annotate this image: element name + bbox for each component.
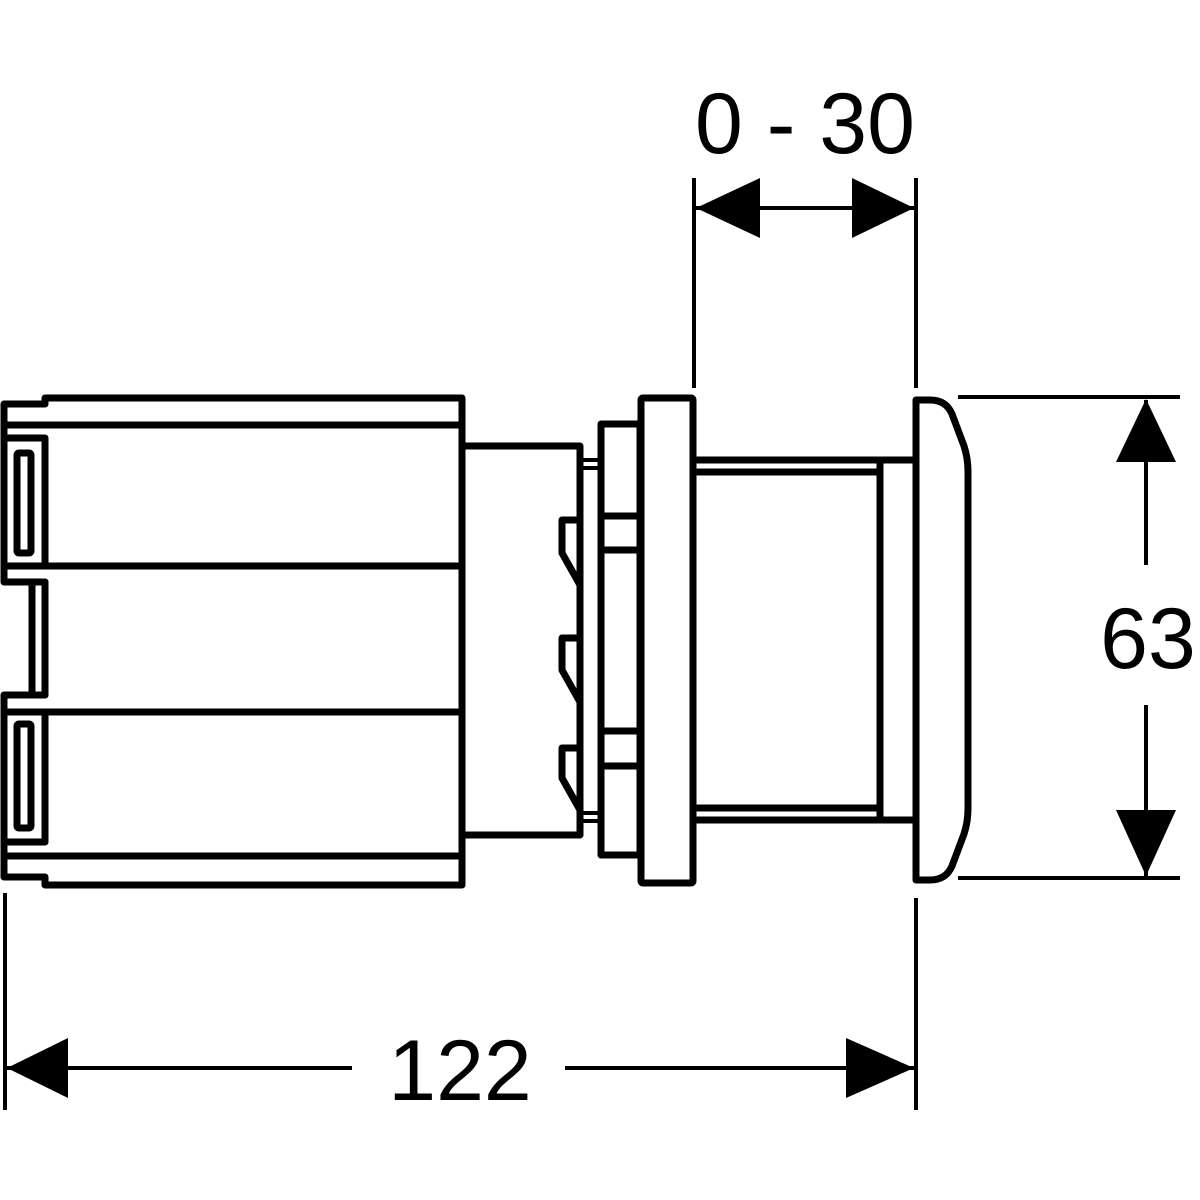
neck [458,442,600,839]
dimension-total-length: 122 [3,893,918,1119]
arrow-left-icon [7,1038,68,1098]
clip-outline [0,434,49,846]
push-button [912,396,972,884]
flange [637,394,697,887]
housing-body [0,394,466,889]
dimension-label-height: 63 [1100,591,1196,687]
dimension-label-length: 122 [388,1023,532,1119]
arrow-up-icon [1116,399,1176,462]
extension-tube [689,456,917,824]
arrow-down-icon [1116,810,1176,876]
arrow-right-icon [852,178,914,238]
dimension-label-range: 0 - 30 [695,76,915,172]
dimension-adjustment-range: 0 - 30 [692,76,918,388]
upper-slot [13,449,35,557]
arrow-left-icon [696,178,760,238]
mounting-ring [597,420,644,859]
lower-slot [13,720,35,832]
dimension-height: 63 [958,395,1196,880]
arrow-right-icon [846,1038,914,1098]
